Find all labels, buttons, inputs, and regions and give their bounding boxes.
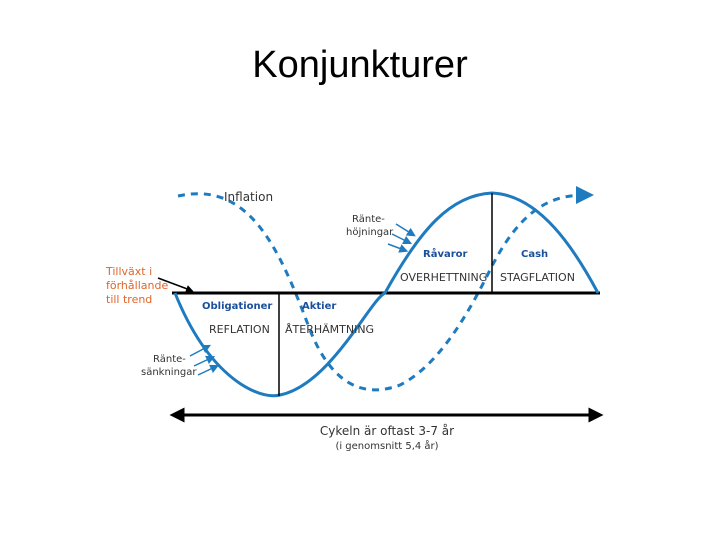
asset-label-cash: Cash — [521, 249, 548, 260]
trend-pointer-arrow — [157, 277, 194, 293]
rate-down-arrow-2 — [193, 355, 216, 367]
rate-up-arrow-3 — [387, 243, 409, 253]
trend-label-line-3: till trend — [106, 293, 152, 306]
inflation-label: Inflation — [224, 190, 273, 204]
rate-down-arrow-3 — [197, 364, 220, 376]
phase-label-aterhamtning: ÅTERHÄMTNING — [285, 323, 374, 336]
growth-curve — [173, 191, 600, 398]
phase-label-stagflation: STAGFLATION — [500, 271, 575, 284]
asset-label-ravaror: Råvaror — [423, 247, 468, 260]
phase-label-overhettning: OVERHETTNING — [400, 271, 487, 284]
asset-label-obligationer: Obligationer — [202, 301, 272, 312]
asset-label-aktier: Aktier — [302, 301, 336, 312]
rate-up-arrow-1 — [395, 223, 416, 237]
rate-down-label-line-1: Ränte- — [153, 354, 186, 365]
trend-label-line-1: Tillväxt i — [105, 265, 152, 278]
rate-up-label-line-2: höjningar — [346, 227, 394, 238]
phase-label-reflation: REFLATION — [209, 323, 270, 336]
page-title: Konjunkturer — [252, 44, 468, 86]
rate-up-label-line-1: Ränte- — [352, 214, 385, 225]
rate-down-label-line-2: sänkningar — [141, 367, 197, 378]
trend-label-line-2: förhållande — [106, 279, 168, 292]
cycle-label: Cykeln är oftast 3-7 år — [320, 424, 454, 438]
cycle-sublabel: (i genomsnitt 5,4 år) — [335, 439, 438, 452]
rate-down-arrow-1 — [189, 344, 211, 357]
rate-up-arrow-2 — [391, 233, 413, 245]
inflation-curve — [177, 186, 594, 392]
